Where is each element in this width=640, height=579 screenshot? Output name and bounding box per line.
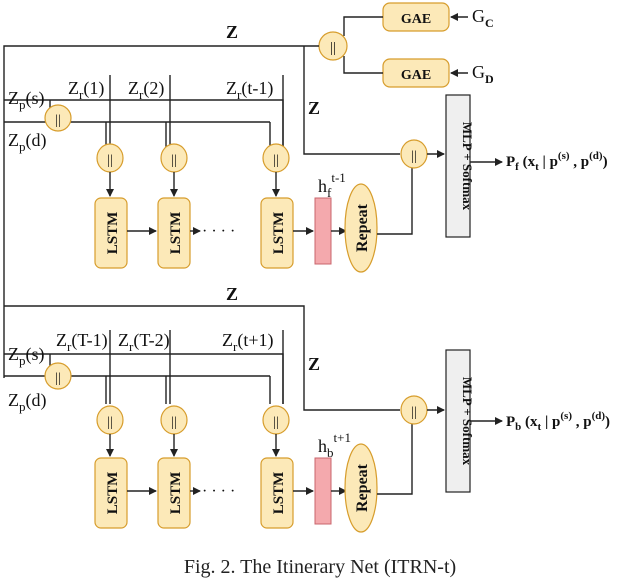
svg-text:||: || (411, 405, 417, 420)
zp-s-label-forward: Zp(s) (8, 88, 45, 112)
z-label-middle: Z (226, 284, 238, 304)
h-label-backward: hbt+1 (318, 430, 351, 460)
svg-text:MLP + Softmax: MLP + Softmax (460, 122, 475, 211)
svg-text:LSTM: LSTM (271, 472, 287, 515)
z-label-top: Z (226, 22, 238, 42)
g-d-label: GD (472, 62, 494, 86)
z-to-output-forward (303, 46, 400, 155)
lstm-2-backward (157, 457, 191, 529)
gae-d-label: GAE (401, 68, 431, 83)
svg-text:||: || (273, 153, 279, 168)
lstm-3-backward (260, 457, 294, 529)
svg-text:||: || (107, 153, 113, 168)
svg-text:Repeat: Repeat (354, 203, 371, 252)
z-bus-forward (3, 45, 319, 306)
gae-concat-symbol: || (330, 40, 336, 56)
svg-text:LSTM: LSTM (168, 472, 184, 515)
zr1-label-forward: Zr(1) (68, 78, 104, 102)
svg-text:||: || (171, 415, 177, 430)
svg-text:LSTM: LSTM (105, 472, 121, 515)
svg-text:||: || (55, 113, 61, 128)
svg-text:||: || (171, 153, 177, 168)
gae-d-to-concat (343, 56, 383, 74)
repeat-node-backward (344, 443, 378, 533)
h-label-forward: hft-1 (318, 170, 346, 200)
svg-text:||: || (107, 415, 113, 430)
backward-branch: Z Z Zr(T-1) Zr(T-2) Zr(t+1) Zp(s) Zp(d) … (3, 284, 610, 533)
svg-text:LSTM: LSTM (271, 212, 287, 255)
mlp-softmax-forward (445, 94, 471, 238)
svg-text:MLP + Softmax: MLP + Softmax (460, 377, 475, 466)
g-c-label: GC (472, 6, 494, 30)
repeat-node-forward (344, 183, 378, 273)
z-label-forward: Z (308, 98, 320, 118)
zr3-label-backward: Zr(t+1) (222, 330, 273, 354)
lstm-1-forward (94, 197, 128, 269)
lstm-1-backward (94, 457, 128, 529)
zp-s-label-backward: Zp(s) (8, 344, 45, 368)
gae-branch: GAE GAE GC GD || (318, 2, 494, 88)
zr2-label-forward: Zr(2) (128, 78, 164, 102)
zr3-label-forward: Zr(t-1) (226, 78, 273, 102)
gae-c-to-concat (343, 16, 383, 36)
svg-text:Repeat: Repeat (354, 463, 371, 512)
zp-concat-node-forward (44, 104, 72, 132)
z-bus-backward (4, 305, 400, 411)
svg-text:LSTM: LSTM (105, 212, 121, 255)
zp-d-label-backward: Zp(d) (8, 390, 47, 414)
dots-backward: · · · · (202, 483, 235, 500)
svg-text:||: || (273, 415, 279, 430)
svg-text:||: || (411, 149, 417, 164)
forward-branch: Z Z Zr(1) Zr(2) Zr(t-1) Zp(s) Zp(d) || |… (3, 22, 608, 306)
svg-text:LSTM: LSTM (168, 212, 184, 255)
zr2-label-backward: Zr(T-2) (118, 330, 170, 354)
zp-d-label-forward: Zp(d) (8, 130, 47, 154)
figure-caption: Fig. 2. The Itinerary Net (ITRN-t) (183, 556, 457, 578)
lstm-2-forward (157, 197, 191, 269)
hidden-state-forward (314, 197, 332, 265)
dots-forward: · · · · (202, 223, 235, 240)
hidden-state-backward (314, 457, 332, 525)
zr1-label-backward: Zr(T-1) (56, 330, 108, 354)
svg-text:||: || (55, 371, 61, 386)
zp-concat-node-backward (44, 362, 72, 390)
lstm-3-forward (260, 197, 294, 269)
output-label-forward: Pf (xt | p(s) , p(d)) (506, 150, 608, 173)
gae-c-label: GAE (401, 12, 431, 27)
z-label-backward: Z (308, 354, 320, 374)
output-label-backward: Pb (xt | p(s) , p(d)) (506, 410, 610, 433)
